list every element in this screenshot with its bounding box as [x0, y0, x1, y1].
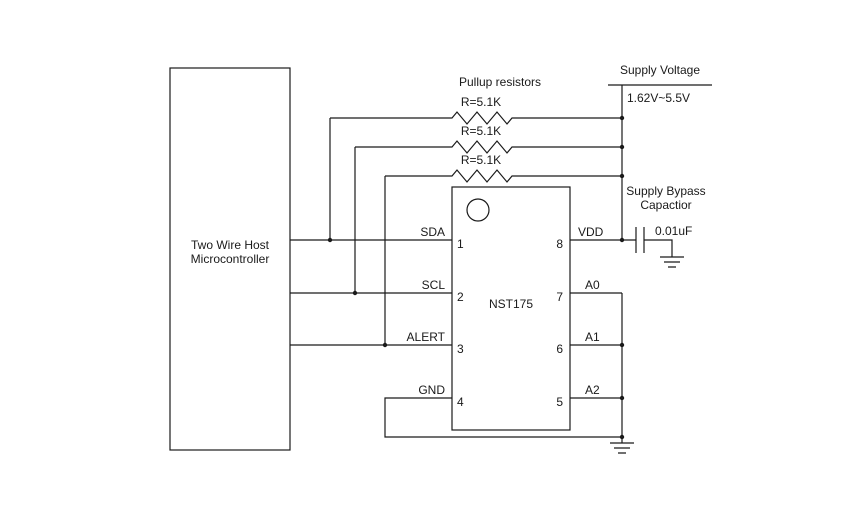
wire-gnd-return — [384, 397, 622, 438]
pin-number-1: 1 — [457, 237, 464, 251]
pin-number-8: 8 — [556, 237, 563, 251]
junction-dots — [327, 115, 625, 440]
pin-number-5: 5 — [556, 395, 563, 409]
capacitor-value: 0.01uF — [655, 224, 693, 238]
junction-dot — [619, 237, 625, 243]
pin-label-scl: SCL — [421, 278, 445, 292]
chip-name: NST175 — [488, 297, 534, 311]
pin-label-a0: A0 — [585, 278, 600, 292]
junction-dot — [619, 144, 625, 150]
junction-dot — [619, 173, 625, 179]
junction-dot — [352, 290, 358, 296]
resistor-2-symbol — [355, 140, 622, 154]
resistor-3-value: R=5.1K — [460, 153, 502, 167]
pullup-resistors-title: Pullup resistors — [458, 75, 542, 89]
resistor-3-symbol — [385, 169, 622, 183]
mcu-box — [169, 67, 291, 451]
mcu-label-line1: Two Wire Host — [190, 238, 269, 252]
mcu-label-line2: Microcontroller — [190, 252, 270, 266]
junction-dot — [619, 342, 625, 348]
pin-number-7: 7 — [556, 290, 563, 304]
bypass-capacitor-title: Supply Bypass Capactior — [613, 184, 719, 212]
resistor-2-value: R=5.1K — [460, 124, 502, 138]
junction-dot — [619, 115, 625, 121]
ground-symbol-bus — [610, 442, 634, 454]
bypass-capacitor-title-line1: Supply Bypass — [626, 184, 706, 198]
pin-label-sda: SDA — [420, 225, 445, 239]
junction-dot — [619, 395, 625, 401]
pin-label-alert: ALERT — [406, 330, 445, 344]
ground-symbol-capacitor — [660, 256, 684, 268]
junction-dot — [619, 434, 625, 440]
junction-dot — [327, 237, 333, 243]
chip-box — [451, 186, 571, 431]
bypass-capacitor-title-line2: Capactior — [640, 198, 692, 212]
supply-voltage-title: Supply Voltage — [619, 63, 701, 77]
pin1-indicator-circle — [466, 198, 490, 222]
resistor-1-value: R=5.1K — [460, 95, 502, 109]
resistor-1-symbol — [330, 111, 622, 125]
wire-capacitor-to-ground — [644, 239, 673, 257]
pin-number-6: 6 — [556, 342, 563, 356]
pin-label-gnd: GND — [418, 383, 445, 397]
pin-label-a2: A2 — [585, 383, 600, 397]
pin-number-4: 4 — [457, 395, 464, 409]
pin-number-3: 3 — [457, 342, 464, 356]
junction-dot — [382, 342, 388, 348]
supply-voltage-range: 1.62V~5.5V — [627, 91, 691, 105]
pin-number-2: 2 — [457, 290, 464, 304]
pin-label-a1: A1 — [585, 330, 600, 344]
mcu-label: Two Wire Host Microcontroller — [170, 238, 290, 266]
pin-label-vdd: VDD — [578, 225, 604, 239]
